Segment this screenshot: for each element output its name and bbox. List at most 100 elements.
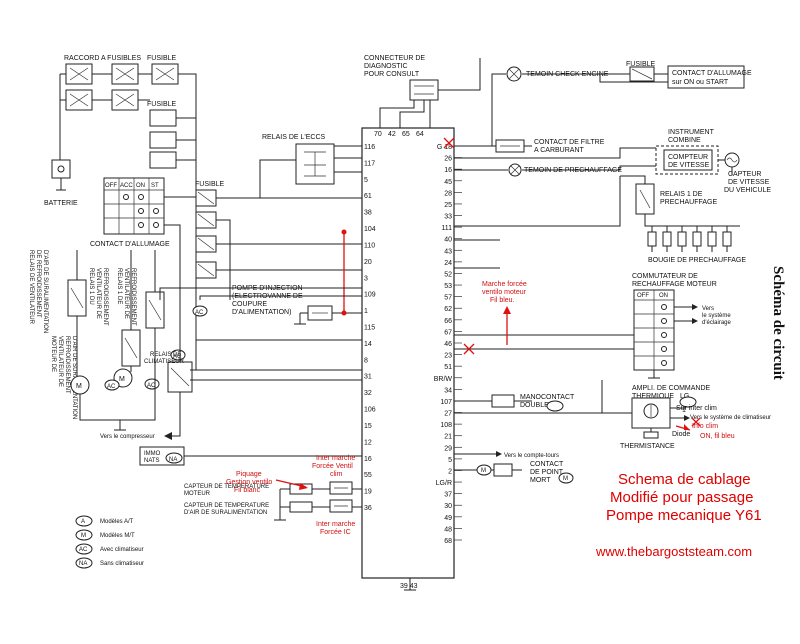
inter-ventil-1: Inter marche: [316, 455, 355, 462]
ecm-left-pin: 110: [364, 242, 375, 249]
piquage-1: Piquage: [236, 471, 262, 478]
legend-code: AC: [79, 547, 88, 553]
arrow-head: [299, 483, 308, 490]
red-cross-g18: [443, 137, 455, 149]
ignition-wires: [164, 196, 196, 260]
ecm-left-pins: 1161175613810411020310911151483132106151…: [364, 144, 376, 512]
contact-allumage-label: CONTACT D'ALLUMAGE: [90, 241, 170, 248]
connecteur-2: DIAGNOSTIC: [364, 63, 408, 70]
ign-col-off: OFF: [105, 183, 117, 189]
wire-arrow: [692, 304, 698, 310]
diag-wires: [379, 58, 481, 128]
instrument-1: INSTRUMENT: [668, 129, 715, 136]
legend-code: M: [81, 533, 86, 539]
ecm-left-pin: 106: [364, 407, 376, 414]
left-vertical-labels: RELAIS DE VENTILATEUR DE REFROIDISSEMENT…: [28, 250, 136, 419]
moteur-vent-3: REFROIDISSEMENT: [64, 336, 70, 394]
diag-pins: [414, 85, 434, 95]
red-mod-node-top: [341, 229, 347, 235]
commutateur-2: RECHAUFFAGE MOTEUR: [632, 281, 717, 288]
ac-badge-clim: [170, 349, 186, 361]
vers-eclairage-3: d'éclairage: [702, 320, 731, 326]
title-line-3: Pompe mecanique Y61: [606, 507, 762, 524]
glow-plug: [647, 231, 657, 247]
fuse-mark: [631, 68, 653, 80]
ign-contact: [138, 208, 144, 214]
ign-col-on: ON: [136, 183, 145, 189]
fusible-right-label: FUSIBLE: [626, 61, 656, 68]
ecm-right-pin: 30: [444, 503, 452, 510]
relais-vent-moteur-2: VENTILATEUR DE: [95, 268, 101, 319]
ecm-left-pin: 116: [364, 144, 375, 151]
capteur-temp-air-1: CAPTEUR DE TEMPERATURE: [184, 503, 269, 509]
ecm-right-pin: 53: [444, 283, 452, 290]
eclairage-wires: [674, 306, 692, 322]
ecm-right-pin: 48: [444, 526, 452, 533]
arrow-head: [503, 306, 511, 314]
relais-vent2-1: RELAIS 1 DE: [116, 268, 122, 304]
fuse-6: [149, 109, 177, 127]
fuse-marks: [69, 67, 175, 107]
ecm-left-pin: 36: [364, 505, 372, 512]
side-title: Schéma de circuit: [770, 266, 786, 380]
m-badge-1: [476, 464, 492, 476]
ecm-right-pin: 45: [444, 179, 452, 186]
compteur-1: COMPTEUR: [668, 154, 708, 161]
capteur-vitesse-2: DE VITESSE: [728, 179, 770, 186]
legend-badge: [75, 543, 93, 555]
ecm-right-pin: 21: [444, 434, 452, 441]
legend-text: Avec climatiseur: [100, 547, 144, 553]
temoin-prechauffage-label: TEMOIN DE PRECHAUFFAGE: [524, 167, 622, 174]
ecm-left-pin: 61: [364, 193, 372, 200]
switch-contact: [661, 346, 667, 352]
commutateur-ecm-wires: [454, 334, 660, 379]
manocontact-switch: [491, 394, 515, 408]
point-mort-2: DE POINT: [530, 469, 564, 476]
relay-marks: [197, 191, 215, 277]
moteur-vent-4: D'AIR DE SURALIMENTATION: [71, 336, 77, 419]
lamp-cross: [510, 165, 520, 175]
ecm-right-pin: 25: [444, 202, 452, 209]
piquage-3: Fil blanc: [234, 487, 261, 494]
ign-col-acc: ACC: [120, 183, 133, 189]
vers-clim-label: Vers le système de climatiseur: [690, 415, 771, 421]
legend: A Modèles A/T M Modèles M/T AC Avec clim…: [75, 515, 144, 569]
ignition-switch-group: OFF ACC ON ST CONTACT D'ALLUMAGE: [90, 177, 196, 260]
ignition-grid: [104, 178, 164, 234]
ac-badge-text: AC: [173, 354, 182, 360]
title-block: Schema de cablage Modifié pour passage P…: [595, 471, 762, 559]
ecm-left-pin: 104: [364, 226, 376, 233]
inter-ventil-2: Forcée Ventil: [312, 463, 353, 470]
red-diode-arrow: [684, 424, 690, 430]
ecm-right-pin: 108: [440, 422, 452, 429]
glow-relay-wires: [620, 175, 740, 227]
diag-connector-group: CONNECTEUR DE DIAGNOSTIC POUR CONSULT: [364, 55, 481, 128]
ign-contact: [153, 208, 159, 214]
lg-line-2: 1: [682, 407, 686, 414]
fuse-8: [149, 151, 177, 169]
ecm-right-pin: 24: [444, 260, 452, 267]
legend-badge: [75, 557, 93, 569]
right-ecm-wires: [454, 176, 621, 269]
capteur-temp-moteur-2: MOTEUR: [184, 491, 211, 497]
m-badge-text: M: [481, 468, 486, 474]
title-line-1: Schema de cablage: [618, 471, 751, 488]
ecm-right-pin: 16: [444, 167, 452, 174]
ecm-right-pin: 43: [444, 248, 452, 255]
ign-contact: [138, 194, 144, 200]
fusible-mid-label: FUSIBLE: [147, 101, 177, 108]
capteur-vitesse-1: CAPTEUR: [728, 171, 761, 178]
eccs-relay-coil: [304, 151, 326, 177]
ign-col-st: ST: [151, 183, 159, 189]
marche-forcee-annotation: Marche forcée ventilo moteur Fil bleu.: [482, 281, 527, 345]
point-mort-3: MORT: [530, 477, 551, 484]
capteur-vitesse-3: DU VEHICULE: [724, 187, 771, 194]
ecm-right-pin: 33: [444, 214, 452, 221]
relais-vent-refroid-3: D'AIR DE SURALIMENTATION: [42, 250, 48, 333]
batterie-label: BATTERIE: [44, 200, 78, 207]
ecm-right-pin: 28: [444, 190, 452, 197]
relay-mark: [639, 189, 651, 209]
ecm-right-pin: 49: [444, 515, 452, 522]
eccs-relay-wires: [259, 145, 362, 198]
info-clim-1: Info clim: [692, 423, 718, 430]
